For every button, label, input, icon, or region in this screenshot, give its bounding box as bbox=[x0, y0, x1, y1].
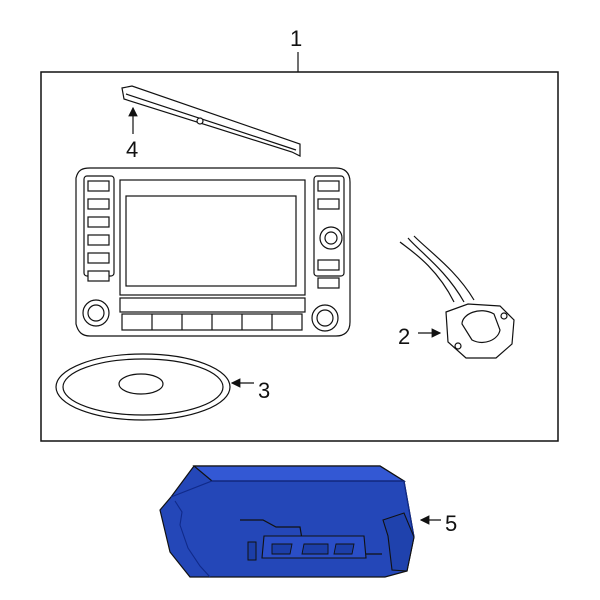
radio-head-unit bbox=[75, 167, 351, 337]
assembly-frame bbox=[40, 71, 559, 442]
control-module bbox=[159, 465, 415, 578]
callout-2-label: 2 bbox=[398, 324, 410, 349]
callout-5-label: 5 bbox=[445, 511, 457, 536]
mounting-bracket bbox=[121, 85, 301, 157]
navigation-disc bbox=[55, 353, 231, 421]
callout-4-label: 4 bbox=[126, 137, 138, 162]
gps-antenna-sensor bbox=[399, 235, 515, 359]
callout-1-label: 1 bbox=[290, 26, 302, 51]
callout-3-label: 3 bbox=[258, 378, 270, 403]
